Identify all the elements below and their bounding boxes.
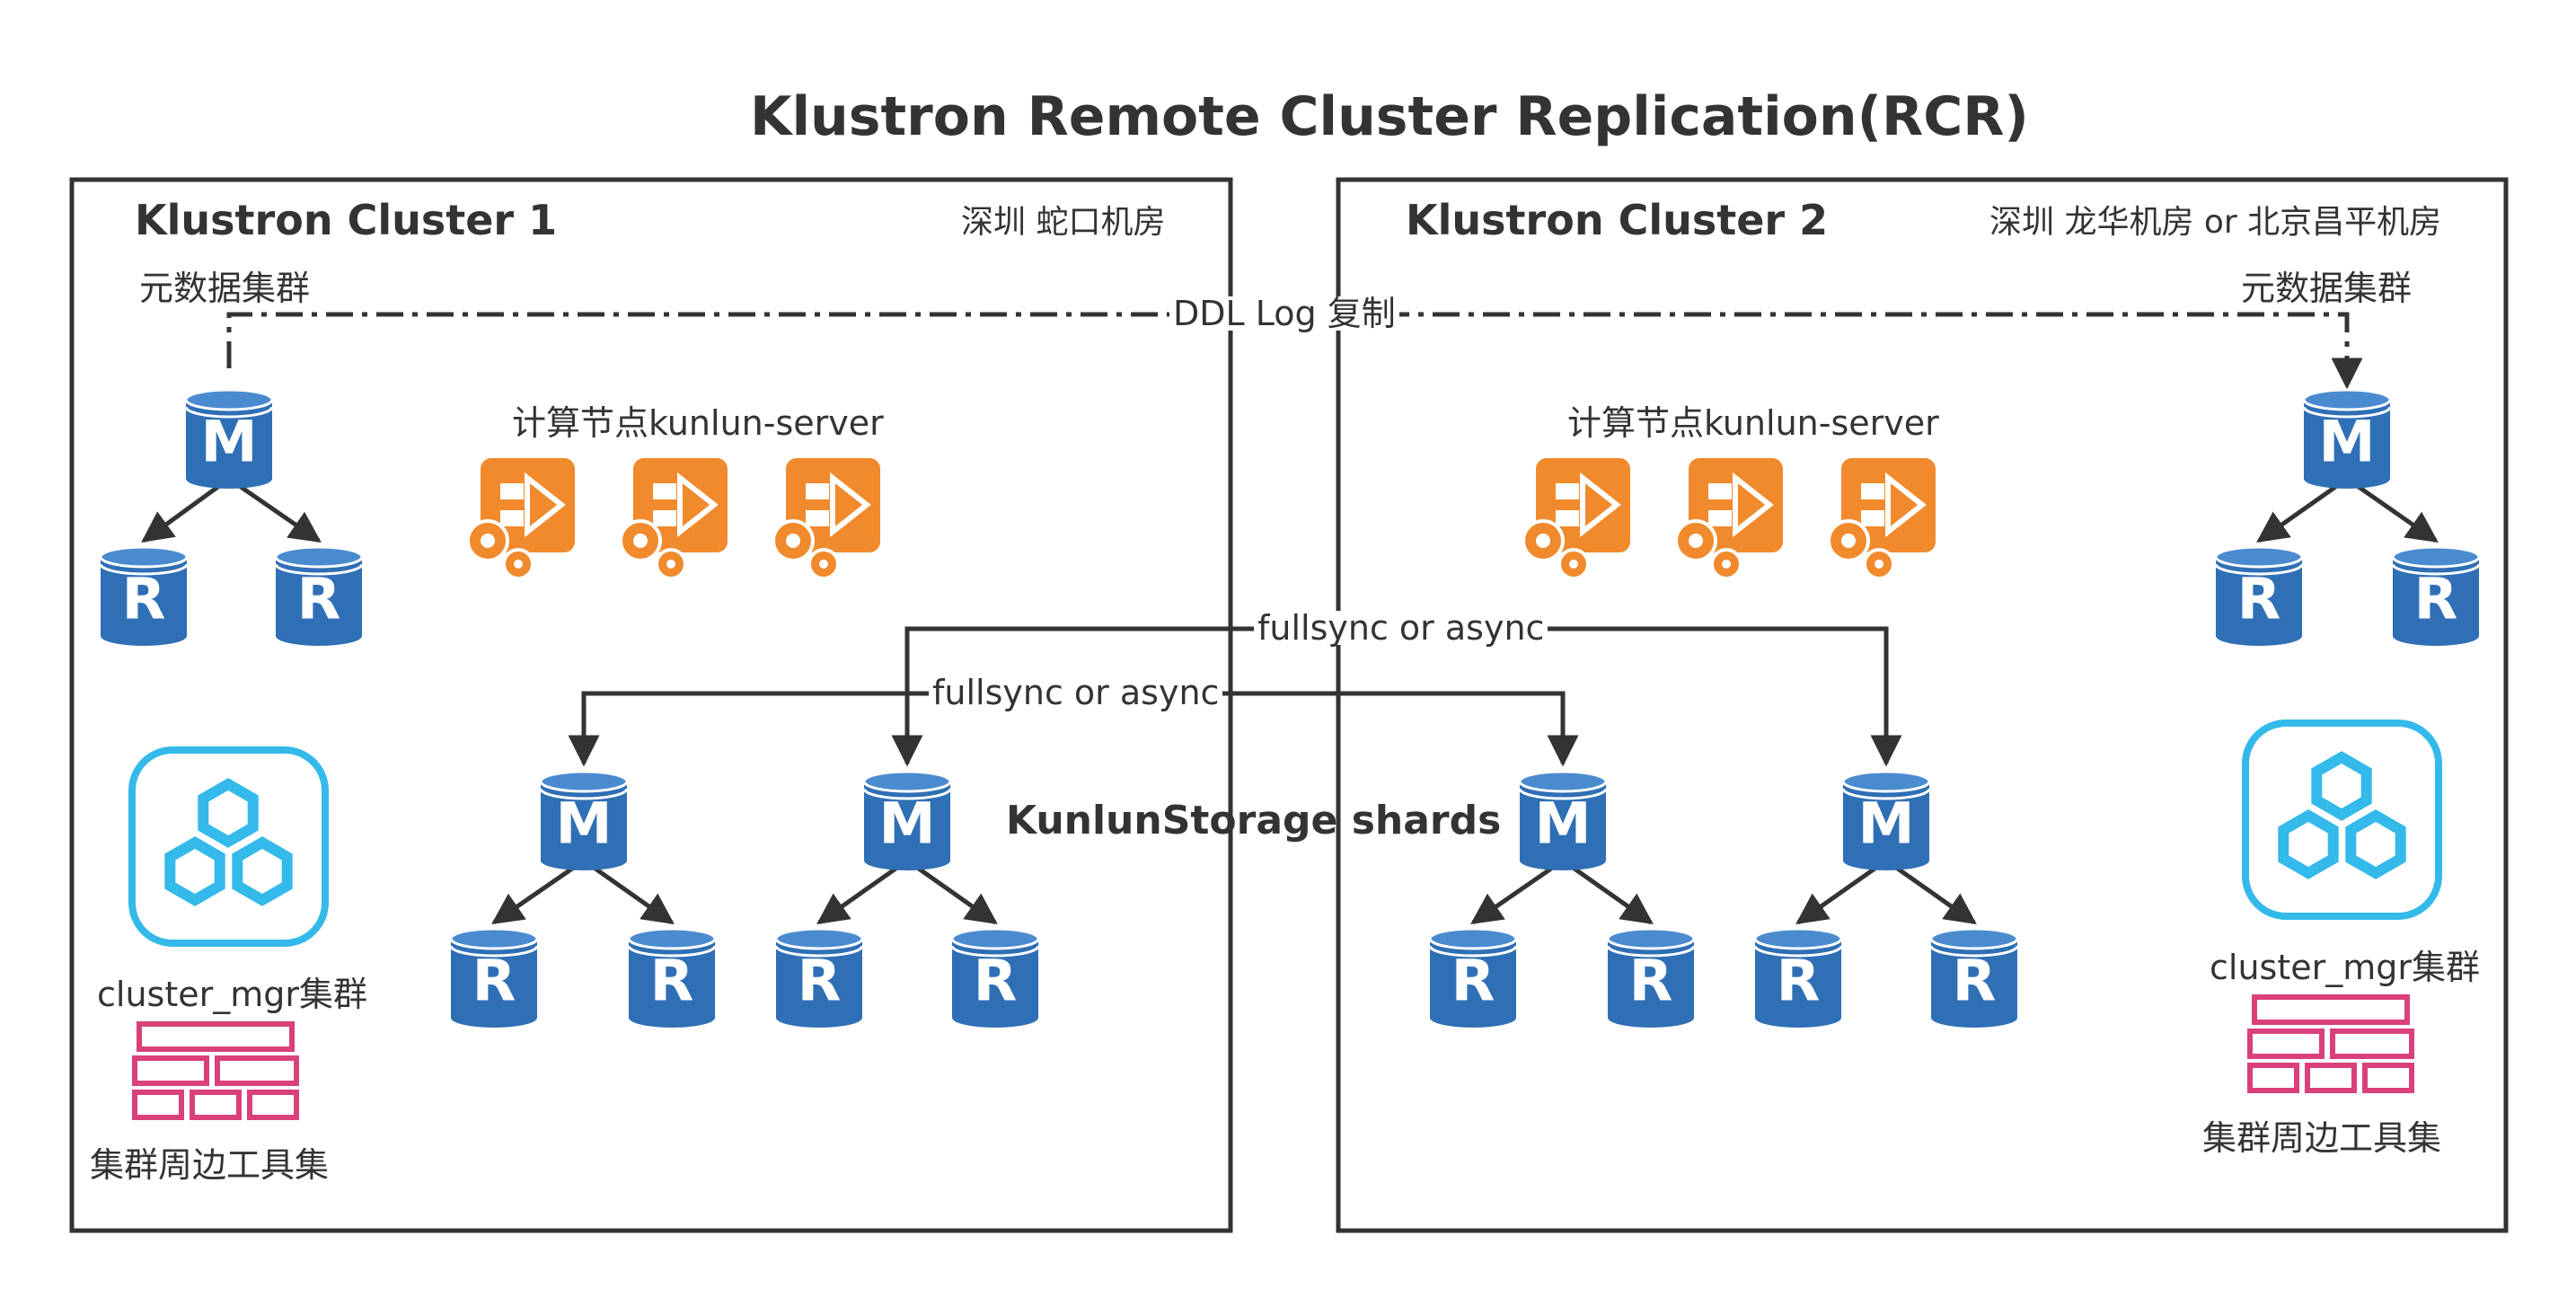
shards-label: KunlunStorage shards <box>1006 798 1502 843</box>
c2-meta-replica-left-db-icon: R <box>2214 545 2304 646</box>
cluster2-box <box>1336 177 2509 1233</box>
sync-inner-label: fullsync or async <box>929 675 1223 710</box>
c1-shard1-replica-left-db-icon: R <box>449 927 539 1028</box>
c2-meta-link-right <box>2345 476 2439 543</box>
c1-compute-node-icon-2 <box>619 458 728 580</box>
sync-outer-label: fullsync or async <box>1254 611 1548 645</box>
c1-meta-replica-left-db-icon-letter: R <box>122 566 166 632</box>
page-title: Klustron Remote Cluster Replication(RCR) <box>750 85 2029 148</box>
c1-meta-replica-right-db-icon-letter: R <box>297 566 341 632</box>
c2-shard1-replica-right-db-icon-letter: R <box>1629 948 1673 1014</box>
cluster2-compute-label: 计算节点kunlun-server <box>1567 403 1939 443</box>
cluster1-tools-label: 集群周边工具集 <box>90 1145 330 1185</box>
c1-meta-master-db-icon: M <box>184 388 274 489</box>
cluster2-tools-label: 集群周边工具集 <box>2202 1118 2442 1158</box>
c2-shard2-master-db-icon: M <box>1841 770 1931 870</box>
c1-shard1-master-db-icon: M <box>539 770 629 870</box>
c2-meta-master-db-icon: M <box>2302 388 2392 489</box>
c2-shard2-link-right <box>1884 858 1977 925</box>
c1-shard1-replica-right-db-icon-letter: R <box>650 948 694 1014</box>
c2-shard2-link-left <box>1795 858 1888 925</box>
c2-shard2-master-db-icon-letter: M <box>1857 790 1914 857</box>
c2-meta-replica-right-db-icon-letter: R <box>2414 566 2458 632</box>
c1-compute-node-icon-3 <box>772 458 880 580</box>
c1-meta-replica-right-db-icon: R <box>274 545 364 646</box>
c2-shard1-replica-left-db-icon-letter: R <box>1451 948 1495 1014</box>
c1-shard2-replica-right-db-icon: R <box>950 927 1040 1028</box>
c2-shard1-replica-right-db-icon: R <box>1606 927 1696 1028</box>
c2-shard2-replica-right-db-icon: R <box>1929 927 2019 1028</box>
c1-shard1-master-db-icon-letter: M <box>555 790 612 857</box>
cluster2-mgr-label: cluster_mgr集群 <box>2210 948 2480 987</box>
cluster1-location: 深圳 蛇口机房 <box>961 204 1166 241</box>
c2-shard1-master-db-icon: M <box>1518 770 1608 870</box>
c1-shard2-replica-left-db-icon-letter: R <box>798 948 842 1014</box>
c1-meta-replica-left-db-icon: R <box>99 545 189 646</box>
c1-compute-node-icon-1 <box>466 458 575 580</box>
c2-compute-node-icon-3 <box>1827 458 1936 580</box>
c1-shard1-replica-left-db-icon-letter: R <box>472 948 516 1014</box>
c2-shard1-link-right <box>1561 858 1654 925</box>
ddl-log-label: DDL Log 复制 <box>1169 296 1399 331</box>
cluster2-location: 深圳 龙华机房 or 北京昌平机房 <box>1989 204 2442 241</box>
cluster1-box <box>69 177 1233 1233</box>
c1-shard2-replica-right-db-icon-letter: R <box>974 948 1018 1014</box>
c1-shard1-link-left <box>491 858 586 925</box>
c1-shard1-link-right <box>582 858 675 925</box>
cluster1-mgr-label: cluster_mgr集群 <box>97 975 367 1014</box>
c2-compute-node-icon-1 <box>1522 458 1630 580</box>
c1-meta-link-right <box>227 476 322 543</box>
cluster1-meta-label: 元数据集群 <box>139 269 311 308</box>
cluster1-compute-label: 计算节点kunlun-server <box>512 403 884 443</box>
c2-shard2-replica-left-db-icon-letter: R <box>1777 948 1821 1014</box>
cluster1-title: Klustron Cluster 1 <box>135 196 558 244</box>
c1-cluster-mgr-icon <box>128 746 329 947</box>
c2-cluster-mgr-icon <box>2242 720 2442 920</box>
c2-shard1-master-db-icon-letter: M <box>1534 790 1591 857</box>
c2-meta-link-left <box>2256 476 2349 543</box>
c1-shard1-replica-right-db-icon: R <box>627 927 717 1028</box>
c1-meta-master-db-icon-letter: M <box>200 409 257 475</box>
c1-meta-link-left <box>141 476 231 543</box>
c2-shard1-link-left <box>1470 858 1565 925</box>
c1-shard2-link-left <box>816 858 909 925</box>
cluster2-meta-label: 元数据集群 <box>2241 269 2413 308</box>
cluster2-title: Klustron Cluster 2 <box>1406 196 1829 244</box>
c1-shard2-master-db-icon-letter: M <box>878 790 935 857</box>
c1-shard2-replica-left-db-icon: R <box>774 927 864 1028</box>
c2-meta-replica-left-db-icon-letter: R <box>2237 566 2281 632</box>
c2-tools-icon <box>2247 994 2414 1093</box>
c2-shard1-replica-left-db-icon: R <box>1428 927 1518 1028</box>
c1-shard2-link-right <box>905 858 998 925</box>
c2-meta-replica-right-db-icon: R <box>2391 545 2481 646</box>
c1-shard2-master-db-icon: M <box>862 770 952 870</box>
c2-shard2-replica-left-db-icon: R <box>1753 927 1843 1028</box>
nodes-layer: M R R M R R M R R M R R M R R M R R <box>99 388 2481 1120</box>
c1-tools-icon <box>132 1021 299 1120</box>
c2-shard2-replica-right-db-icon-letter: R <box>1953 948 1997 1014</box>
c2-meta-master-db-icon-letter: M <box>2318 409 2375 475</box>
c2-compute-node-icon-2 <box>1674 458 1783 580</box>
